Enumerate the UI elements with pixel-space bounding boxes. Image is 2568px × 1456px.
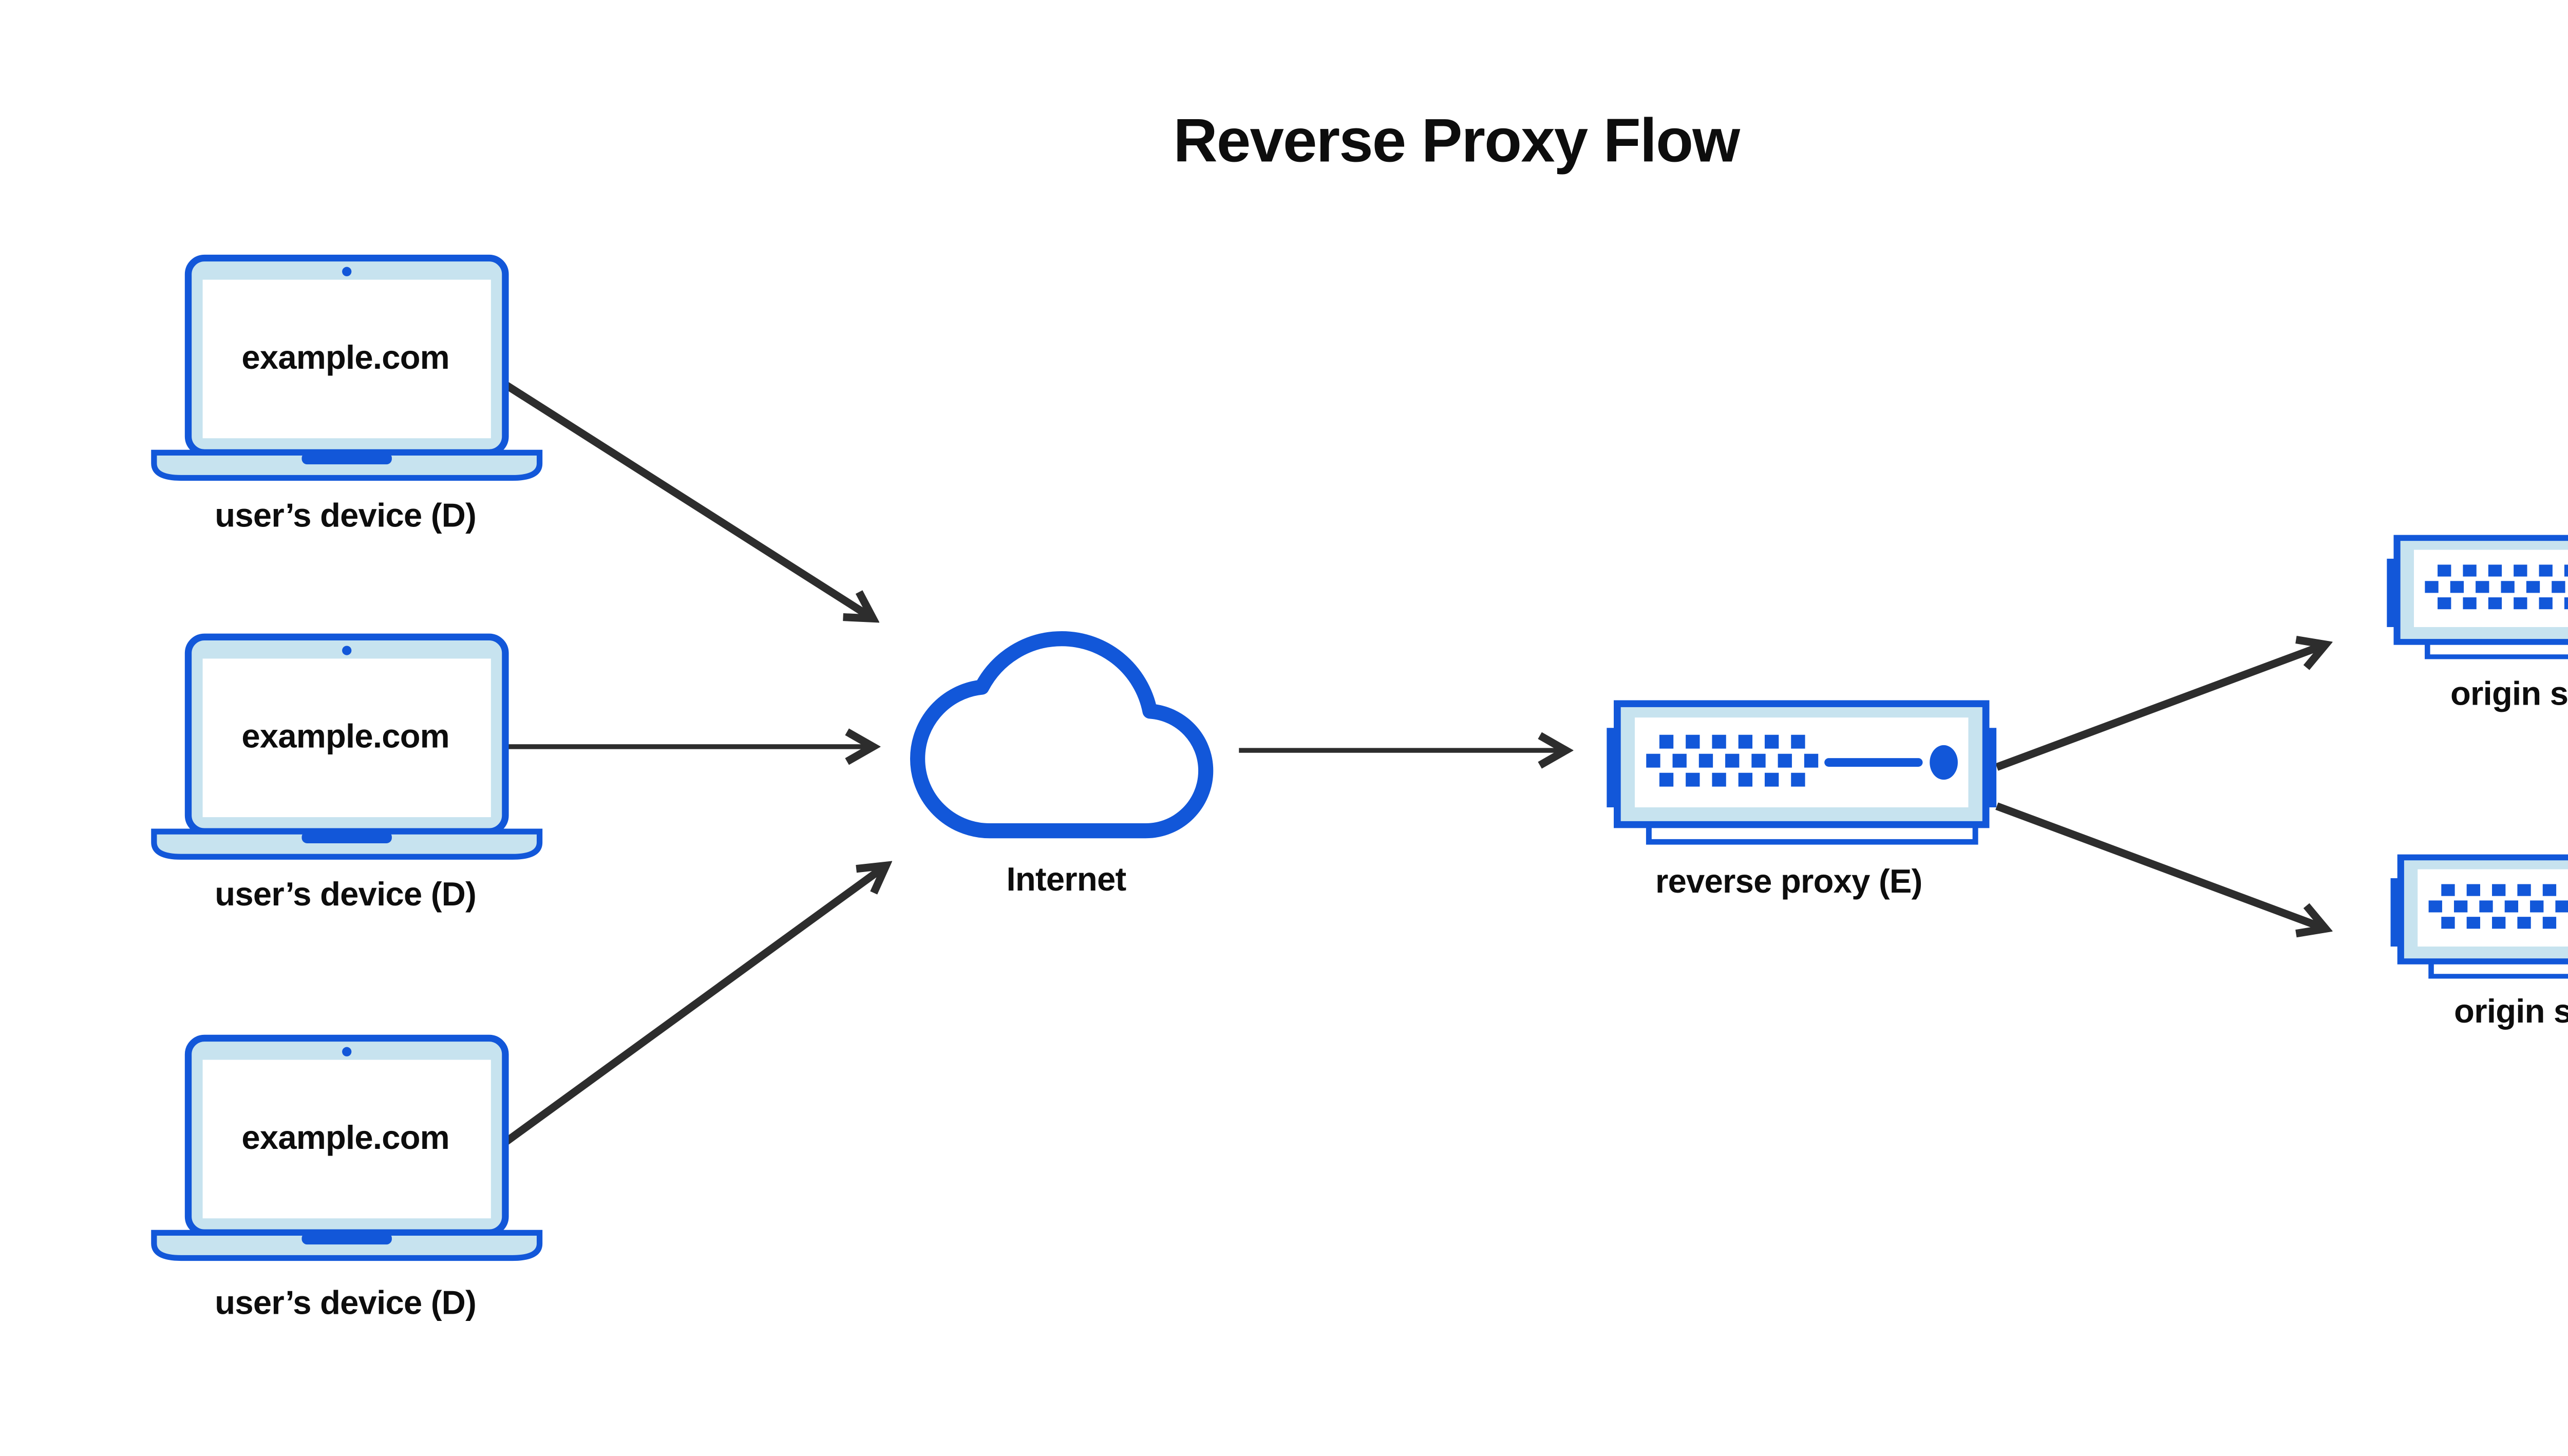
device3-label: user’s device (D) xyxy=(215,1284,477,1322)
origin-server2-label: origin server (F) xyxy=(2454,993,2568,1030)
device1-label: user’s device (D) xyxy=(215,497,477,534)
diagram-title: Reverse Proxy Flow xyxy=(1173,106,1741,175)
arrow-device1-to-internet xyxy=(503,381,873,619)
device2-screen-text: example.com xyxy=(241,717,449,755)
arrow-proxy-to-origin2 xyxy=(1995,802,2326,929)
internet-label: Internet xyxy=(1006,861,1126,898)
arrow-device3-to-internet xyxy=(503,865,886,1146)
origin-server-icon-2 xyxy=(2391,857,2568,976)
internet-cloud-icon xyxy=(918,639,1206,831)
device1-screen-text: example.com xyxy=(241,339,449,376)
reverse-proxy-server-icon xyxy=(1607,704,1996,842)
arrow-proxy-to-origin1 xyxy=(1995,645,2326,771)
device2-label: user’s device (D) xyxy=(215,876,477,913)
device3-screen-text: example.com xyxy=(241,1119,449,1157)
reverse-proxy-label: reverse proxy (E) xyxy=(1655,862,1922,900)
origin-server1-label: origin server (F) xyxy=(2450,675,2568,712)
origin-server-icon-1 xyxy=(2387,538,2568,656)
